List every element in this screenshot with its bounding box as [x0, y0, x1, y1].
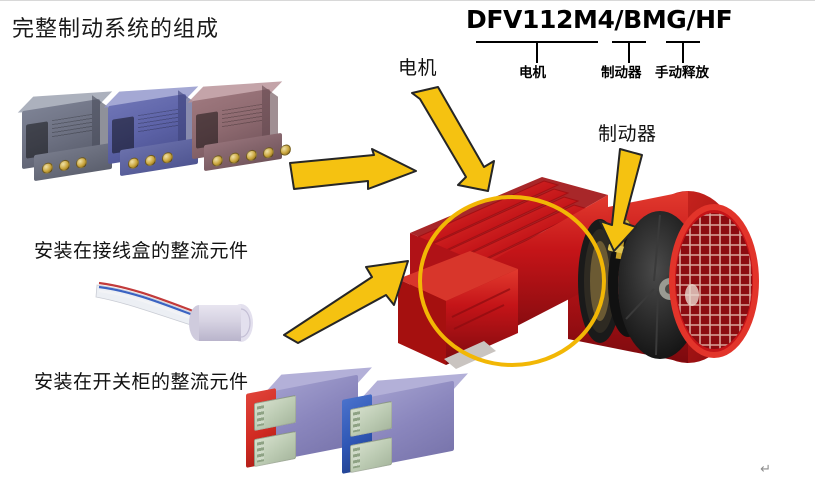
callout-label-brake: 制动器 — [598, 124, 657, 145]
fan-cover-grille — [669, 204, 759, 358]
arrow-junction-to-motor — [282, 249, 412, 345]
highlight-circle — [418, 195, 606, 367]
page-title: 完整制动系统的组成 — [12, 16, 220, 41]
label-junction-box-rectifier: 安装在接线盒的整流元件 — [34, 241, 249, 262]
label-switch-cabinet-rectifier: 安装在开关柜的整流元件 — [34, 372, 249, 393]
model-designation-text: DFV112M4/BMG/HF — [466, 5, 733, 34]
terminal-box — [398, 251, 518, 365]
paragraph-return-mark: ↵ — [760, 462, 771, 477]
junction-box-rectifier-photo — [95, 273, 270, 353]
bracket-label-brake: 制动器 — [601, 65, 642, 81]
bracket-label-manual-release: 手动释放 — [655, 65, 709, 81]
motor-assembly-photo — [392, 129, 792, 379]
callout-label-motor: 电机 — [398, 58, 438, 79]
arrow-bricks-to-motor — [288, 148, 420, 211]
bracket-stem-motor — [536, 41, 538, 63]
arrow-brake-callout — [598, 147, 654, 253]
bracket-stem-brake — [628, 41, 630, 63]
bracket-stem-manual-release — [682, 41, 684, 63]
arrow-motor-callout — [404, 85, 500, 195]
bracket-label-motor: 电机 — [519, 65, 546, 81]
model-designation-block: DFV112M4/BMG/HF 电机 制动器 手动释放 — [466, 5, 766, 81]
